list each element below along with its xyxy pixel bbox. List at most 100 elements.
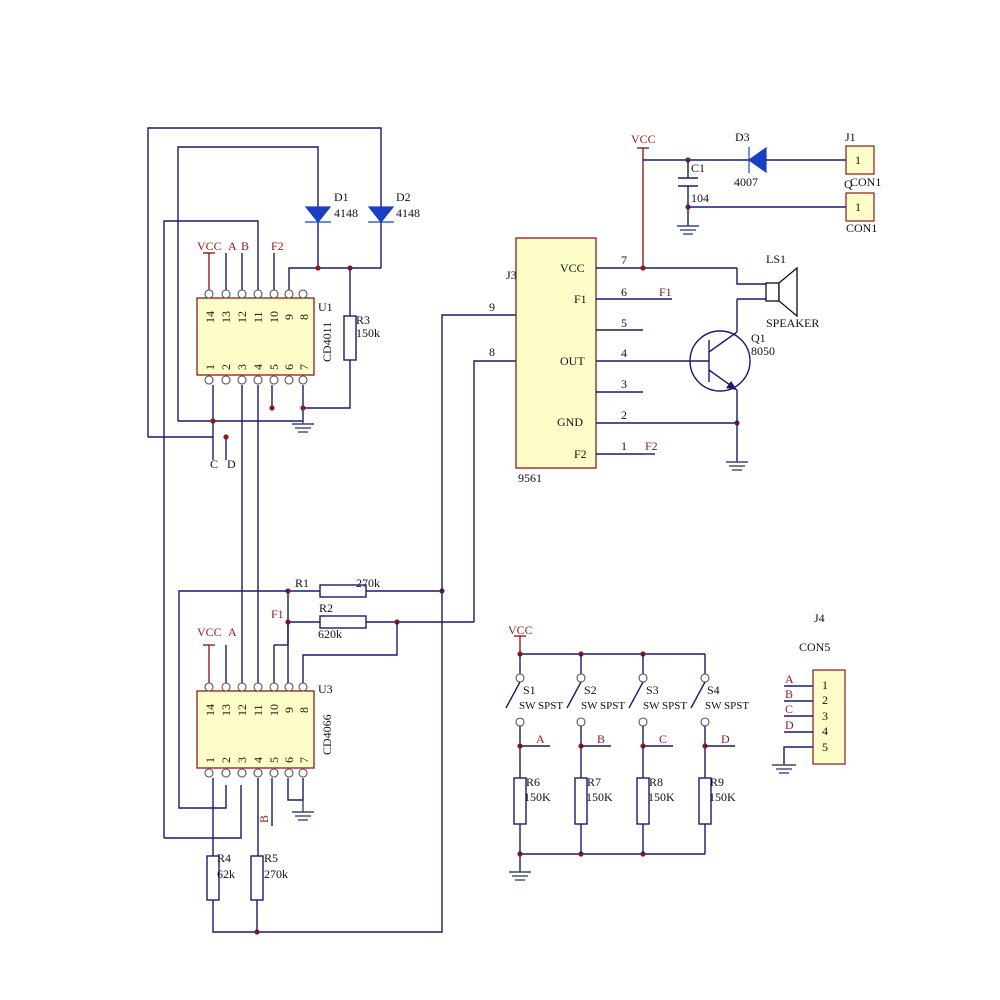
j4-ref: J4 — [814, 611, 825, 625]
u3-pin-9: 9 — [282, 707, 296, 713]
q1-part: 8050 — [751, 344, 775, 358]
r2-ref: R2 — [319, 601, 333, 615]
speaker-ls1: LS1 SPEAKER — [736, 252, 819, 330]
j3-f1-label: F1 — [574, 292, 587, 306]
d1-ref: D1 — [334, 190, 349, 204]
r4-ref: R4 — [217, 851, 231, 865]
u1-pin-pad — [253, 375, 263, 385]
u1-pin-pad — [237, 289, 247, 299]
switch-contact — [700, 717, 710, 727]
j3-pin-5: 5 — [621, 316, 627, 330]
connector-j1: J1 1 1 Q CON1 CON1 — [844, 130, 881, 235]
q1-ref: Q1 — [751, 331, 766, 345]
wire-loop — [178, 590, 288, 809]
diode-junction-wire — [288, 267, 381, 290]
j3-pin-3: 3 — [621, 377, 627, 391]
u1-pin-13: 13 — [219, 311, 233, 323]
j3-f2-net: F2 — [645, 439, 658, 453]
net-b-label: B — [597, 732, 605, 746]
j3-part: 9561 — [518, 471, 542, 485]
u3-pin-pad — [204, 682, 214, 692]
j3-vcc-label: VCC — [560, 261, 585, 275]
j1-pin-2: 1 — [855, 200, 861, 214]
j3-pin-2: 2 — [621, 408, 627, 422]
resistor-r5: R5 270k — [250, 851, 288, 932]
u3-pin-11: 11 — [251, 704, 265, 716]
resistor-r4: R4 62k — [206, 851, 235, 901]
switch-lever — [628, 681, 644, 709]
r1-ref: R1 — [295, 576, 309, 590]
u3-pin-14: 14 — [203, 704, 217, 716]
j3-pin-9: 9 — [489, 300, 495, 314]
j1-name-1: CON1 — [850, 175, 881, 189]
u1-pin-7: 7 — [297, 364, 311, 370]
u1-pin-8: 8 — [297, 314, 311, 320]
d1-value: 4148 — [334, 206, 358, 220]
s1-type: SW SPST — [519, 700, 563, 712]
u3-ref: U3 — [318, 682, 333, 696]
j4-name: CON5 — [799, 640, 830, 654]
u3-pin-10: 10 — [267, 704, 281, 716]
r8-ref: R8 — [649, 775, 663, 789]
j3-gnd-label: GND — [557, 415, 583, 429]
switch-contact — [576, 717, 586, 727]
u3-pin-pad — [221, 768, 231, 778]
r2-value: 620k — [318, 627, 342, 641]
u1-pin-4: 4 — [251, 364, 265, 370]
resistor-r3: R3 150k — [303, 268, 380, 409]
u1-ref: U1 — [318, 300, 333, 314]
r5-value: 270k — [264, 867, 288, 881]
u1-pin-12: 12 — [235, 311, 249, 323]
u3-pin-pad — [298, 768, 308, 778]
net-c-label: C — [659, 732, 667, 746]
r8-value: 150K — [648, 790, 675, 804]
u1-pin-10: 10 — [267, 311, 281, 323]
j3-pin-6: 6 — [621, 285, 627, 299]
u3-f1-label: F1 — [271, 607, 284, 621]
wire-j3-pin9 — [441, 314, 516, 591]
j4-net-b: B — [785, 687, 793, 701]
chip-u3: VCC A F1 B U3 CD4066 14 13 12 11 10 9 8 … — [196, 607, 334, 856]
u1-f2-label: F2 — [271, 239, 284, 253]
u1-pin-pad — [284, 289, 294, 299]
resistor-r2: R2 620k — [285, 601, 474, 641]
ls1-ref: LS1 — [766, 252, 786, 266]
u3-pin-5: 5 — [267, 757, 281, 763]
u3-pin-13: 13 — [219, 704, 233, 716]
u3-pin-6: 6 — [282, 757, 296, 763]
r9-ref: R9 — [710, 775, 724, 789]
u1-pin-2: 2 — [219, 364, 233, 370]
chip-j3: J3 9561 VCC F1 OUT GND F2 7 6 5 4 3 2 1 … — [489, 237, 740, 485]
switch-contact — [638, 717, 648, 727]
u1-pin-pad — [221, 289, 231, 299]
u3-pin-12: 12 — [235, 704, 249, 716]
resistor-r1: R1 270k — [285, 576, 445, 683]
u1-part: CD4011 — [320, 322, 334, 362]
u1-pin-11: 11 — [251, 311, 265, 323]
u3-pin-pad — [284, 682, 294, 692]
u1-pin-pad — [237, 375, 247, 385]
c1-ref: C1 — [691, 161, 705, 175]
s1-ref: S1 — [523, 683, 536, 697]
u3-part: CD4066 — [320, 714, 334, 755]
r3-ref: R3 — [356, 313, 370, 327]
switch-contact — [515, 673, 525, 683]
diode-d2: D2 4148 — [367, 190, 420, 268]
u1-pin-6: 6 — [282, 364, 296, 370]
j3-out-label: OUT — [560, 354, 585, 368]
u3-pin-pad — [237, 682, 247, 692]
d2-ref: D2 — [396, 190, 411, 204]
u3-pin-pad — [269, 768, 279, 778]
u3-pin-pad — [221, 682, 231, 692]
net-a-label: A — [536, 732, 545, 746]
u3-pin-3: 3 — [235, 757, 249, 763]
switch-vcc-label: VCC — [508, 623, 533, 637]
switch-contact — [700, 673, 710, 683]
speaker-label: SPEAKER — [766, 316, 819, 330]
u3-pin-2: 2 — [219, 757, 233, 763]
transistor-q1: Q1 8050 — [689, 325, 775, 471]
switch-lever — [566, 681, 582, 709]
u1-pin-9: 9 — [282, 314, 296, 320]
wire-r2-u3 — [302, 622, 398, 683]
j4-net-d: D — [785, 718, 794, 732]
